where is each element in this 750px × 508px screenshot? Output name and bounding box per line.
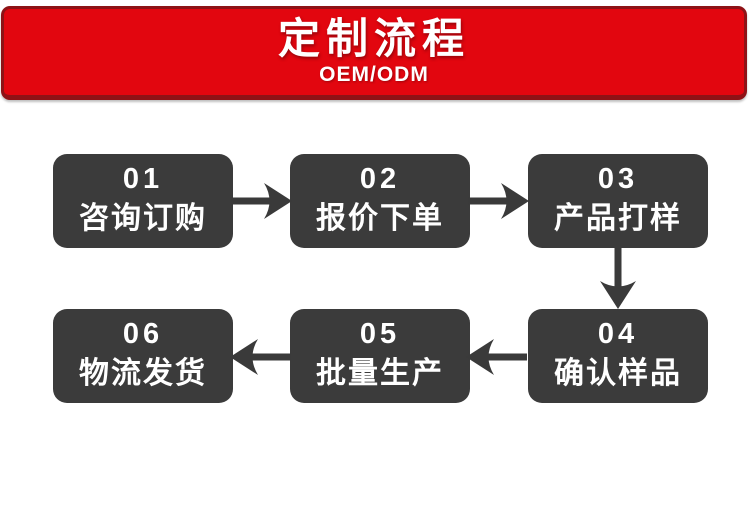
step-number: 03 [597, 163, 639, 195]
step-box-02: 02 报价下单 [290, 154, 470, 248]
step-label: 物流发货 [79, 357, 207, 390]
banner-subtitle: OEM/ODM [319, 63, 429, 86]
step-label: 报价下单 [316, 202, 444, 235]
step-label: 批量生产 [316, 357, 444, 390]
arrow-down-03-04-icon [594, 248, 642, 309]
arrow-left-04-05-icon [466, 333, 527, 381]
arrow-right-01-02-icon [231, 177, 292, 225]
step-number: 02 [359, 163, 401, 195]
step-box-03: 03 产品打样 [528, 154, 708, 248]
step-box-01: 01 咨询订购 [53, 154, 233, 248]
step-number: 04 [597, 318, 639, 350]
step-box-05: 05 批量生产 [290, 309, 470, 403]
step-number: 06 [122, 318, 164, 350]
step-box-04: 04 确认样品 [528, 309, 708, 403]
banner-title: 定制流程 [277, 15, 470, 62]
arrow-left-05-06-icon [230, 333, 291, 381]
arrow-right-02-03-icon [468, 177, 529, 225]
step-label: 确认样品 [554, 357, 682, 390]
step-label: 咨询订购 [79, 202, 207, 235]
step-number: 05 [359, 318, 401, 350]
step-box-06: 06 物流发货 [53, 309, 233, 403]
banner: 定制流程 OEM/ODM [1, 6, 747, 100]
step-label: 产品打样 [554, 202, 682, 235]
step-number: 01 [122, 163, 164, 195]
